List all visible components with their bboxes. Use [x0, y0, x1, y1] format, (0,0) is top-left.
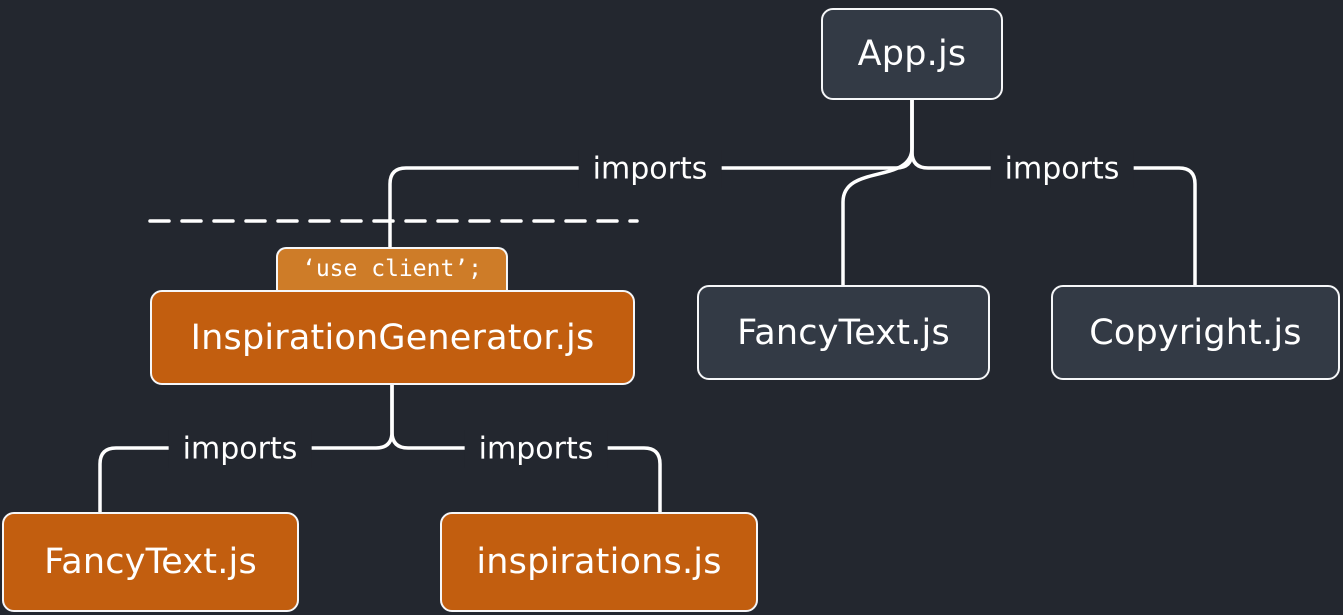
imports-label-inspirationgenerator-inspirations: imports: [464, 429, 608, 469]
imports-label-app-copyright: imports: [990, 149, 1134, 189]
imports-label-inspirationgenerator-fancytext: imports: [168, 429, 312, 469]
edge-app-to-fancytext: [841, 98, 914, 289]
imports-label-app-inspirationgenerator: imports: [578, 149, 722, 189]
use-client-badge: ‘use client’;: [275, 247, 509, 293]
node-inspirationgenerator-js: InspirationGenerator.js: [150, 290, 635, 385]
edge-app-to-copyright: [910, 98, 1197, 289]
node-app-js: App.js: [821, 8, 1003, 100]
node-copyright-js: Copyright.js: [1051, 285, 1340, 380]
node-inspirations-js: inspirations.js: [440, 512, 758, 612]
node-fancytext-js-client: FancyText.js: [2, 512, 299, 612]
node-fancytext-js-server: FancyText.js: [697, 285, 990, 380]
